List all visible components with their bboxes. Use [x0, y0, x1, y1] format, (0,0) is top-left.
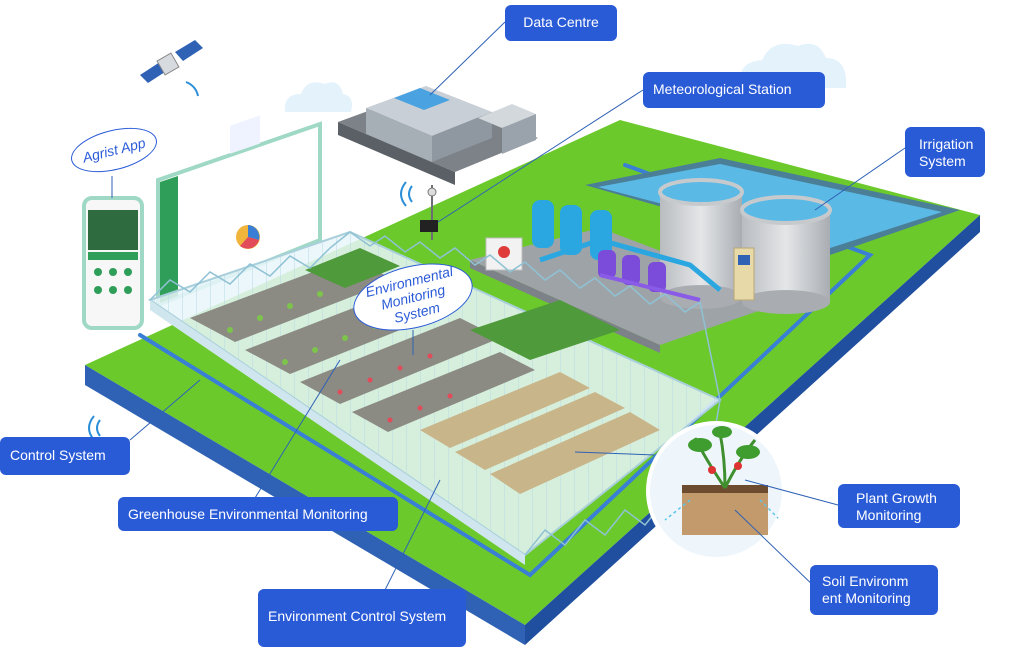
agrist-app-text: Agrist App	[80, 134, 148, 166]
environment-control-system-label: Environment Control System	[258, 589, 466, 647]
data-centre-label: Data Centre	[505, 5, 617, 41]
callout-lines	[111, 21, 906, 601]
data-centre-building	[338, 86, 538, 185]
weather-station	[420, 185, 438, 240]
soil-environment-monitoring-label: Soil Environm ent Monitoring	[810, 565, 938, 615]
greenhouse	[147, 230, 722, 565]
water-storage-tanks	[658, 178, 832, 314]
plant-growth-monitoring-label: Plant Growth Monitoring	[838, 484, 960, 528]
irrigation-pumps	[485, 200, 755, 302]
greenhouse-environmental-monitoring-label: Greenhouse Environmental Monitoring	[118, 497, 398, 531]
control-system-label: Control System	[0, 437, 130, 475]
irrigation-system-label: Irrigation System	[905, 127, 985, 177]
soil-plant-detail	[646, 421, 786, 561]
agrist-app-phone	[82, 196, 144, 330]
meteorological-station-label: Meteorological Station	[643, 72, 825, 108]
dashboard-screen	[156, 115, 322, 308]
satellite-icon	[140, 40, 203, 97]
